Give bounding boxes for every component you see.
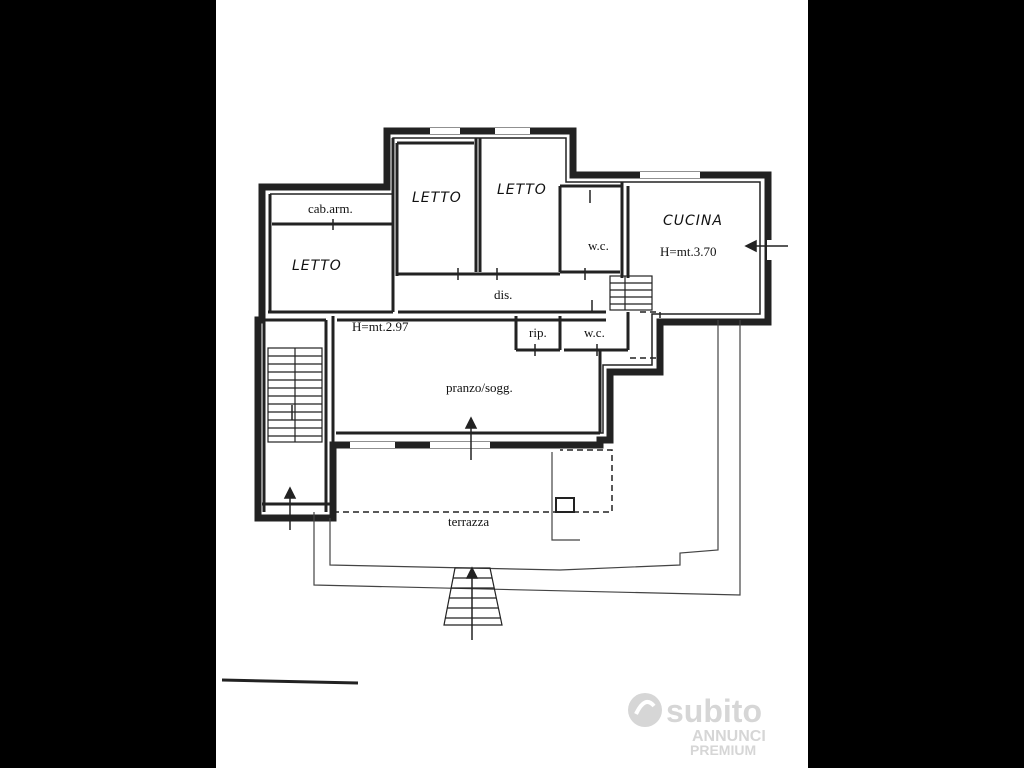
staircase-right — [609, 275, 653, 311]
subito-watermark: subito ANNUNCI PREMIUM — [628, 693, 766, 758]
label-pranzo: pranzo/sogg. — [446, 380, 513, 395]
label-letto-2: LETTO — [497, 182, 547, 198]
label-wc-2: w.c. — [584, 325, 605, 340]
label-cucina: CUCINA — [663, 213, 723, 229]
label-dis: dis. — [494, 287, 512, 302]
label-cucina-height: H=mt.3.70 — [660, 244, 716, 259]
terrace-outline — [313, 320, 741, 596]
subito-logo-mark — [634, 700, 656, 715]
terrace-inner — [551, 452, 580, 541]
watermark-brand: subito — [666, 693, 762, 729]
door-marks — [332, 190, 598, 356]
subito-logo-icon — [628, 693, 662, 727]
dashed-outlines — [333, 311, 661, 513]
staircase-left — [267, 347, 323, 443]
outer-wall — [254, 127, 772, 522]
windows — [350, 128, 773, 448]
pillar — [555, 497, 575, 513]
label-rip: rip. — [529, 325, 547, 340]
watermark-line2: PREMIUM — [690, 742, 756, 758]
label-wc-1: w.c. — [588, 238, 609, 253]
label-height-main: H=mt.2.97 — [352, 319, 409, 334]
interior-walls — [262, 138, 630, 512]
entry-arrows — [283, 239, 788, 640]
label-letto-1: LETTO — [412, 190, 462, 206]
bottom-mark — [221, 678, 359, 685]
label-cab-arm: cab.arm. — [308, 201, 353, 216]
label-terrazza: terrazza — [448, 514, 489, 529]
label-letto-3: LETTO — [292, 258, 342, 274]
watermark-line1: ANNUNCI — [692, 728, 766, 745]
